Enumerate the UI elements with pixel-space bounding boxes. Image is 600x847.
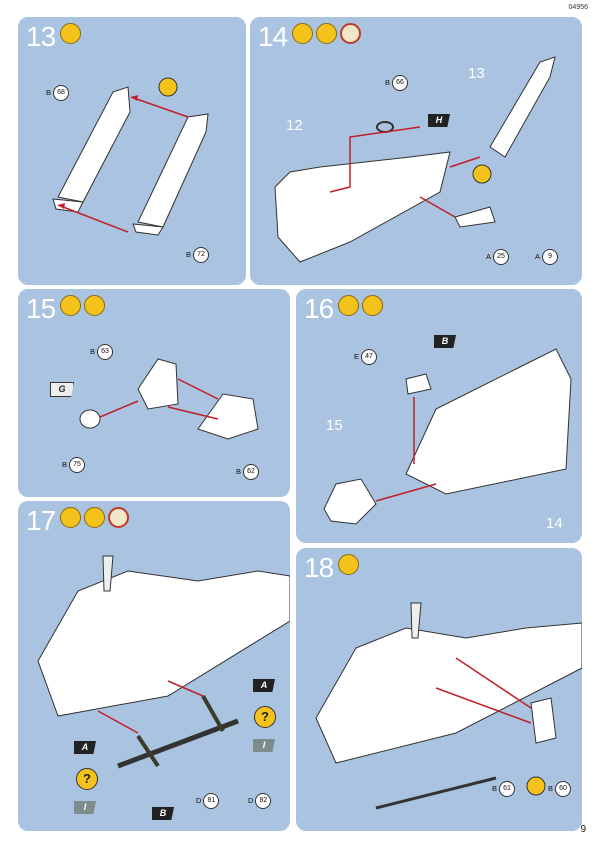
step-16-illustration bbox=[323, 348, 572, 525]
paint-brush-icon bbox=[84, 507, 105, 528]
step-number: 17 bbox=[26, 505, 56, 536]
color-flag: B bbox=[434, 335, 456, 348]
color-flag: B bbox=[152, 807, 174, 820]
step-number: 18 bbox=[304, 552, 334, 583]
step-number: 13 bbox=[26, 21, 56, 52]
step-number: 15 bbox=[26, 293, 56, 324]
step-number: 14 bbox=[258, 21, 288, 52]
paint-brush-icon bbox=[84, 295, 105, 316]
step-14-illustration bbox=[274, 56, 556, 263]
color-flag: I bbox=[74, 801, 96, 814]
question-icon: ? bbox=[76, 768, 98, 790]
color-flag: I bbox=[253, 739, 275, 752]
step-17-illustration bbox=[37, 555, 290, 769]
callout-label: 15 bbox=[326, 417, 343, 434]
glue-icon bbox=[60, 23, 81, 44]
paint-brush-icon bbox=[362, 295, 383, 316]
color-flag: G bbox=[50, 382, 74, 397]
glue-icon bbox=[338, 554, 359, 575]
glue-icon bbox=[292, 23, 313, 44]
page-number: 9 bbox=[580, 824, 586, 835]
callout-label: 14 bbox=[546, 515, 563, 532]
callout-label: 13 bbox=[468, 65, 485, 82]
step-18-illustration bbox=[315, 602, 582, 810]
glue-icon bbox=[60, 295, 81, 316]
question-icon: ? bbox=[254, 706, 276, 728]
step-15-illustration bbox=[79, 358, 259, 440]
glue-icon bbox=[338, 295, 359, 316]
step-13-illustration bbox=[52, 77, 209, 236]
callout-label: 12 bbox=[286, 117, 303, 134]
paint-brush-icon bbox=[316, 23, 337, 44]
product-code: 04956 bbox=[568, 4, 588, 11]
step-number: 16 bbox=[304, 293, 334, 324]
clock-icon bbox=[340, 23, 361, 44]
color-flag: A bbox=[74, 741, 96, 754]
color-flag: H bbox=[428, 114, 450, 127]
glue-icon bbox=[60, 507, 81, 528]
color-flag: A bbox=[253, 679, 275, 692]
clock-icon bbox=[108, 507, 129, 528]
